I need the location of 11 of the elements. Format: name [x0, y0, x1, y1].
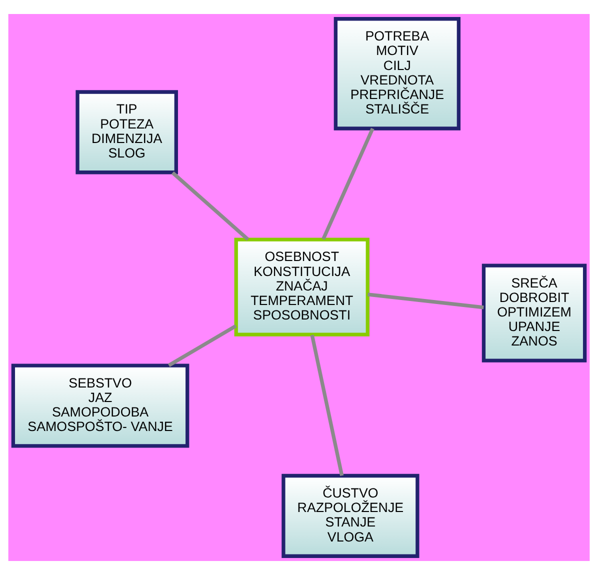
connector	[171, 170, 250, 240]
node-box: OSEBNOST KONSTITUCIJA ZNAČAJ TEMPERAMENT SPOSOBNOSTI	[234, 237, 370, 336]
node-box: POTREBA MOTIV CILJ VREDNOTA PREPRIČANJE STALIŠČE	[334, 16, 461, 130]
node-box: SEBSTVO JAZ SAMOPODOBA SAMOSPOŠTO- VANJE	[11, 363, 190, 448]
node-box: ČUSTVO RAZPOLOŽENJE STANJE VLOGA	[282, 473, 420, 558]
node-box: TIP POTEZA DIMENZIJA SLOG	[76, 90, 178, 174]
connector	[168, 324, 237, 366]
connector	[310, 334, 344, 476]
connector	[368, 292, 484, 309]
node-box: SREČA DOBROBIT OPTIMIZEM UPANJE ZANOS	[482, 263, 587, 362]
connector	[322, 127, 374, 240]
